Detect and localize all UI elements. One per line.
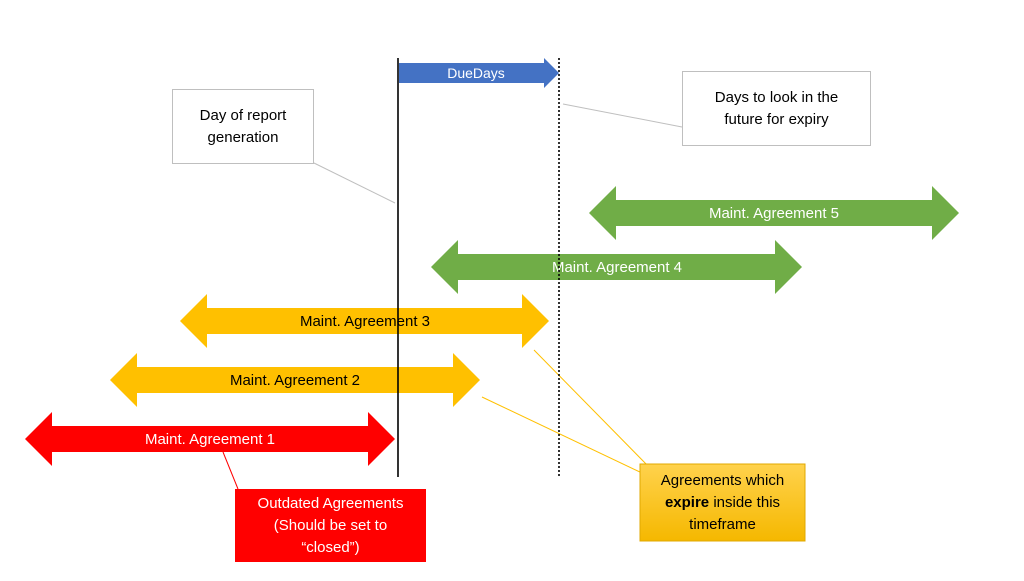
future-days-connector [562,103,683,128]
report-day-line1: Day of report [199,106,287,124]
agreement-4-label: Maint. Agreement 4 [552,259,682,276]
report-day-callout: Day of report generation [172,89,314,164]
expire-keyword: expire [664,493,710,511]
future-days-line1: Days to look in the [714,88,839,106]
agreement-3-label: Maint. Agreement 3 [300,313,430,330]
outdated-line2: (Should be set to [273,516,388,534]
outdated-connector [222,451,239,490]
agreement-4-arrow: Maint. Agreement 4 [431,240,802,294]
outdated-callout: Outdated Agreements (Should be set to “c… [235,489,426,562]
expire-line1: Agreements which [660,471,785,489]
due-days-label: DueDays [447,65,505,81]
future-days-callout: Days to look in the future for expiry [682,71,871,146]
expire-line2: expire inside this [665,492,780,514]
future-days-line2: future for expiry [724,110,829,128]
agreement-1-arrow: Maint. Agreement 1 [25,412,395,466]
expire-callout: Agreements which expire inside this time… [640,464,805,541]
expire-line3: timeframe [689,515,756,533]
expire-line2-suffix: inside this [709,493,781,511]
report-day-connector [313,162,396,204]
agreement-5-arrow: Maint. Agreement 5 [589,186,959,240]
agreement-2-arrow: Maint. Agreement 2 [110,353,480,407]
agreement-3-arrow: Maint. Agreement 3 [180,294,549,348]
expire-callout-background [639,463,806,542]
due-days-arrow: DueDays [399,58,559,88]
expire-connector-agreement-3 [533,349,651,469]
outdated-line1: Outdated Agreements [257,494,404,512]
report-day-line2: generation [207,128,279,146]
agreement-2-label: Maint. Agreement 2 [230,372,360,389]
agreement-1-label: Maint. Agreement 1 [145,431,275,448]
outdated-callout-background [235,489,426,562]
outdated-line3: “closed”) [301,538,360,556]
agreement-5-label: Maint. Agreement 5 [709,205,839,222]
expire-connector-agreement-2 [481,396,643,474]
